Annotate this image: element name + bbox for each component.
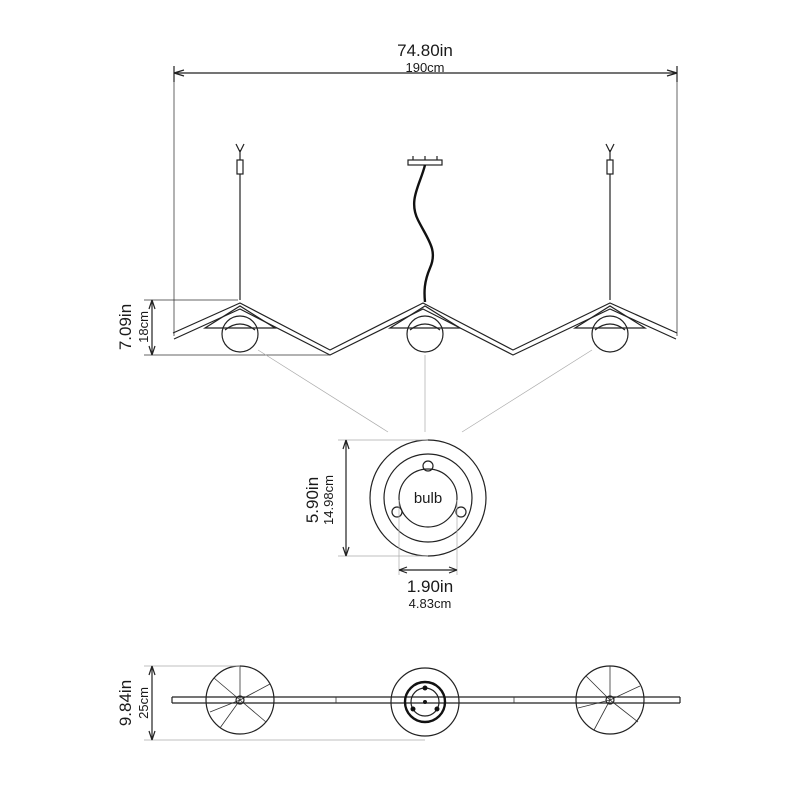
top-right-shade bbox=[575, 665, 645, 735]
detail-guide-lines bbox=[257, 349, 593, 433]
right-pendant bbox=[572, 143, 648, 353]
center-pendant bbox=[387, 156, 463, 353]
drop-height-dimension: 7.09in 18cm bbox=[116, 299, 330, 356]
top-view: 9.84in 25cm bbox=[116, 665, 681, 741]
top-depth-in: 9.84in bbox=[116, 680, 135, 726]
canopy-diameter-cm: 14.98cm bbox=[321, 475, 336, 525]
top-depth-cm: 25cm bbox=[136, 687, 151, 719]
bulb-diameter-in: 1.90in bbox=[407, 577, 453, 596]
bulb-label: bulb bbox=[414, 490, 442, 507]
top-center-shade bbox=[390, 667, 460, 737]
overall-width-dimension: 74.80in 190cm bbox=[173, 41, 678, 336]
left-pendant bbox=[202, 143, 278, 353]
drop-height-cm: 18cm bbox=[136, 311, 151, 343]
overall-width-in: 74.80in bbox=[397, 41, 453, 60]
canopy-diameter-in: 5.90in bbox=[303, 477, 322, 523]
drop-height-in: 7.09in bbox=[116, 304, 135, 350]
top-left-shade bbox=[205, 665, 275, 735]
bulb-diameter-cm: 4.83cm bbox=[409, 596, 452, 611]
canopy-detail-view: bulb 5.90in 14.98cm 1.90in 4.83cm bbox=[303, 439, 487, 611]
overall-width-cm: 190cm bbox=[405, 60, 444, 75]
front-view bbox=[172, 143, 678, 356]
